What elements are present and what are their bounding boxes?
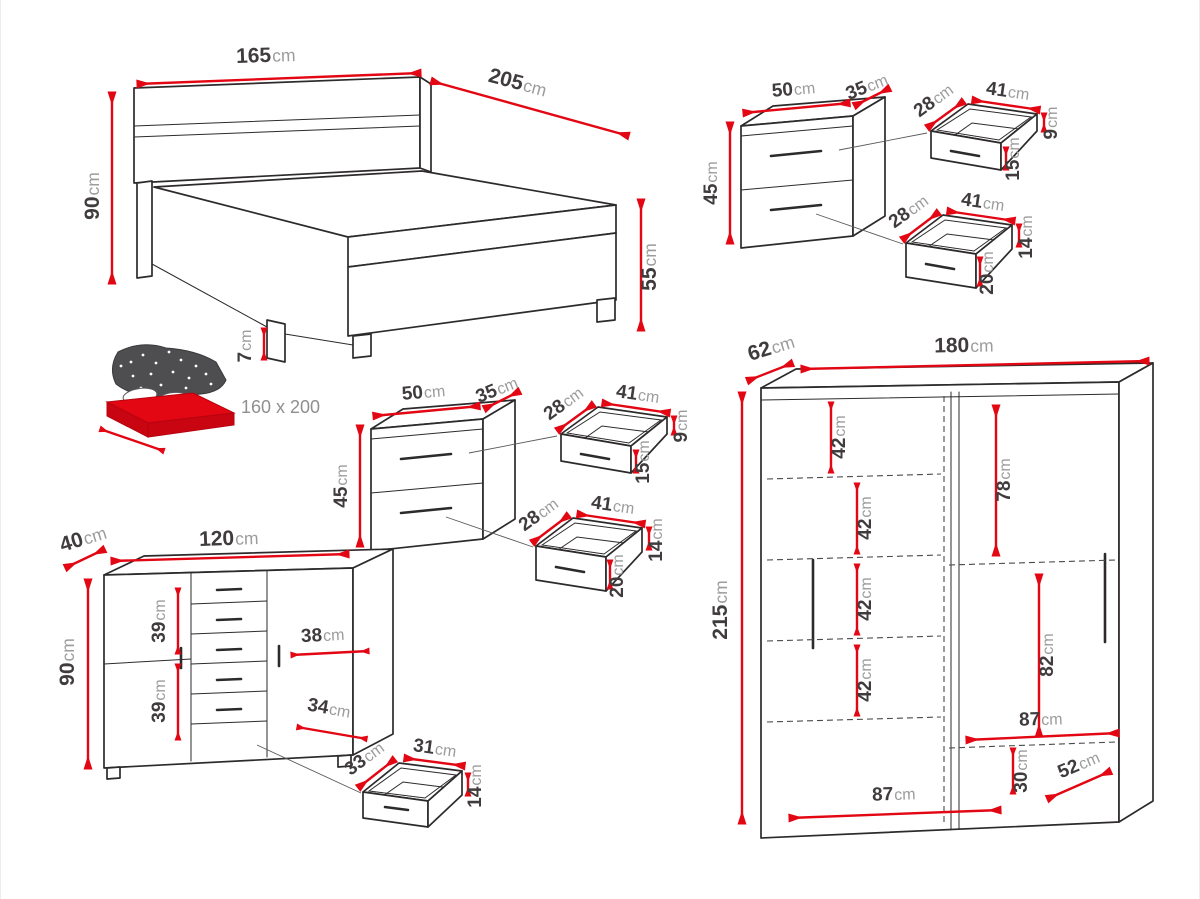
bed-headboard	[133, 76, 421, 184]
wardrobe-section4-label: 42cm	[855, 658, 876, 701]
dresser-inner-width-label: 34cm	[306, 694, 352, 722]
drawer-handle	[383, 805, 410, 812]
dresser-side-face	[352, 548, 394, 756]
bed-headboard-side	[419, 76, 432, 173]
bed-leg-headboard	[136, 180, 153, 279]
dresser-door-width-dim	[290, 647, 370, 659]
dresser-drawer-height-label: 14cm	[465, 764, 486, 807]
nightstand-1	[701, 69, 1062, 295]
wardrobe-depth-dim	[744, 358, 796, 386]
dresser-leg	[337, 754, 352, 768]
drawer-handle	[215, 587, 243, 592]
wardrobe-shelf	[948, 559, 1117, 566]
wardrobe-height-label: 215cm	[709, 580, 732, 639]
drawer-handle	[215, 677, 243, 682]
leader-line	[256, 744, 362, 794]
drawer-side-face	[427, 770, 463, 828]
wardrobe-shelf	[766, 716, 942, 723]
dresser-width-dim	[110, 549, 350, 566]
wardrobe-shelf	[766, 554, 942, 561]
blanket-speckles	[119, 350, 213, 390]
bed-width-dim	[136, 68, 422, 89]
dresser-width-label: 120cm	[199, 526, 259, 551]
wardrobe-section1-label: 42cm	[829, 415, 850, 458]
mattress-size-icon: 160 x 200	[98, 344, 320, 455]
wardrobe-width-dim	[800, 356, 1150, 374]
bed-diagram: 165cm 205cm 90cm 55cm 7cm	[81, 43, 661, 363]
wardrobe-bottom-depth-dim	[1044, 766, 1114, 804]
bed-length-dim	[429, 76, 631, 141]
wardrobe-shelf-width-right-label: 87cm	[1019, 708, 1063, 731]
bed-leg-height-label: 7cm	[235, 330, 256, 363]
mattress-size-text: 160 x 200	[241, 397, 320, 417]
drawer-handle	[215, 707, 243, 712]
bed-footboard	[347, 232, 617, 337]
wardrobe-section3-label: 42cm	[855, 577, 876, 620]
blanket-icon	[112, 344, 227, 399]
wardrobe-width-label: 180cm	[934, 333, 994, 357]
bed-headboard-height-label: 90cm	[81, 172, 104, 220]
dresser-shelf-bottom-label: 39cm	[149, 679, 170, 722]
wardrobe-shelf-width-bottom-label: 87cm	[872, 783, 916, 806]
wardrobe-bottom-depth-label: 52cm	[1055, 747, 1103, 783]
wardrobe-side-face	[1118, 362, 1154, 823]
wardrobe-shelf-width-bottom-dim	[788, 805, 1002, 823]
wardrobe-depth-label: 62cm	[745, 330, 797, 366]
bed-foot-height-label: 55cm	[638, 243, 661, 291]
bed-leg-foot-left	[352, 333, 372, 359]
dresser-shelf-top-label: 39cm	[149, 599, 170, 642]
bed-length-label: 205cm	[486, 64, 549, 102]
wardrobe-shelf	[766, 473, 942, 480]
drawer-handle	[215, 647, 243, 652]
wardrobe-shelf	[766, 635, 942, 642]
drawer-handle	[215, 617, 243, 622]
mattress-width-arrow	[98, 425, 166, 455]
dresser-height-label: 90cm	[56, 638, 79, 686]
wardrobe-bottom-height-label: 30cm	[1011, 749, 1032, 792]
bed-width-label: 165cm	[236, 43, 296, 68]
dresser-leg	[106, 766, 121, 780]
wardrobe-shelf	[948, 741, 1117, 749]
dresser-drawer-depth-dim	[354, 755, 399, 792]
dresser-door-width-label: 38cm	[300, 624, 345, 647]
wardrobe-hang-top-label: 78cm	[994, 458, 1015, 501]
dresser-inner-width-dim	[295, 723, 369, 743]
dresser-diagram: 40cm 120cm 90cm 39cm 39cm 38cm 34cm 33cm…	[56, 523, 486, 828]
dresser-drawer-width-dim	[402, 753, 467, 771]
dresser-front-face	[103, 567, 354, 769]
wardrobe-hang-bottom-label: 82cm	[1037, 633, 1058, 676]
bed-leg-mid	[266, 319, 286, 363]
wardrobe-section2-label: 42cm	[855, 496, 876, 539]
dresser-drawer-width-label: 31cm	[412, 735, 458, 762]
dresser-depth-dim	[62, 544, 108, 573]
wardrobe-diagram: 62cm 180cm 215cm 42cm 42cm 42cm 42cm 78c…	[709, 330, 1154, 839]
wardrobe-shelf-width-right-dim	[965, 728, 1120, 745]
bed-leg-foot-right	[596, 297, 616, 323]
